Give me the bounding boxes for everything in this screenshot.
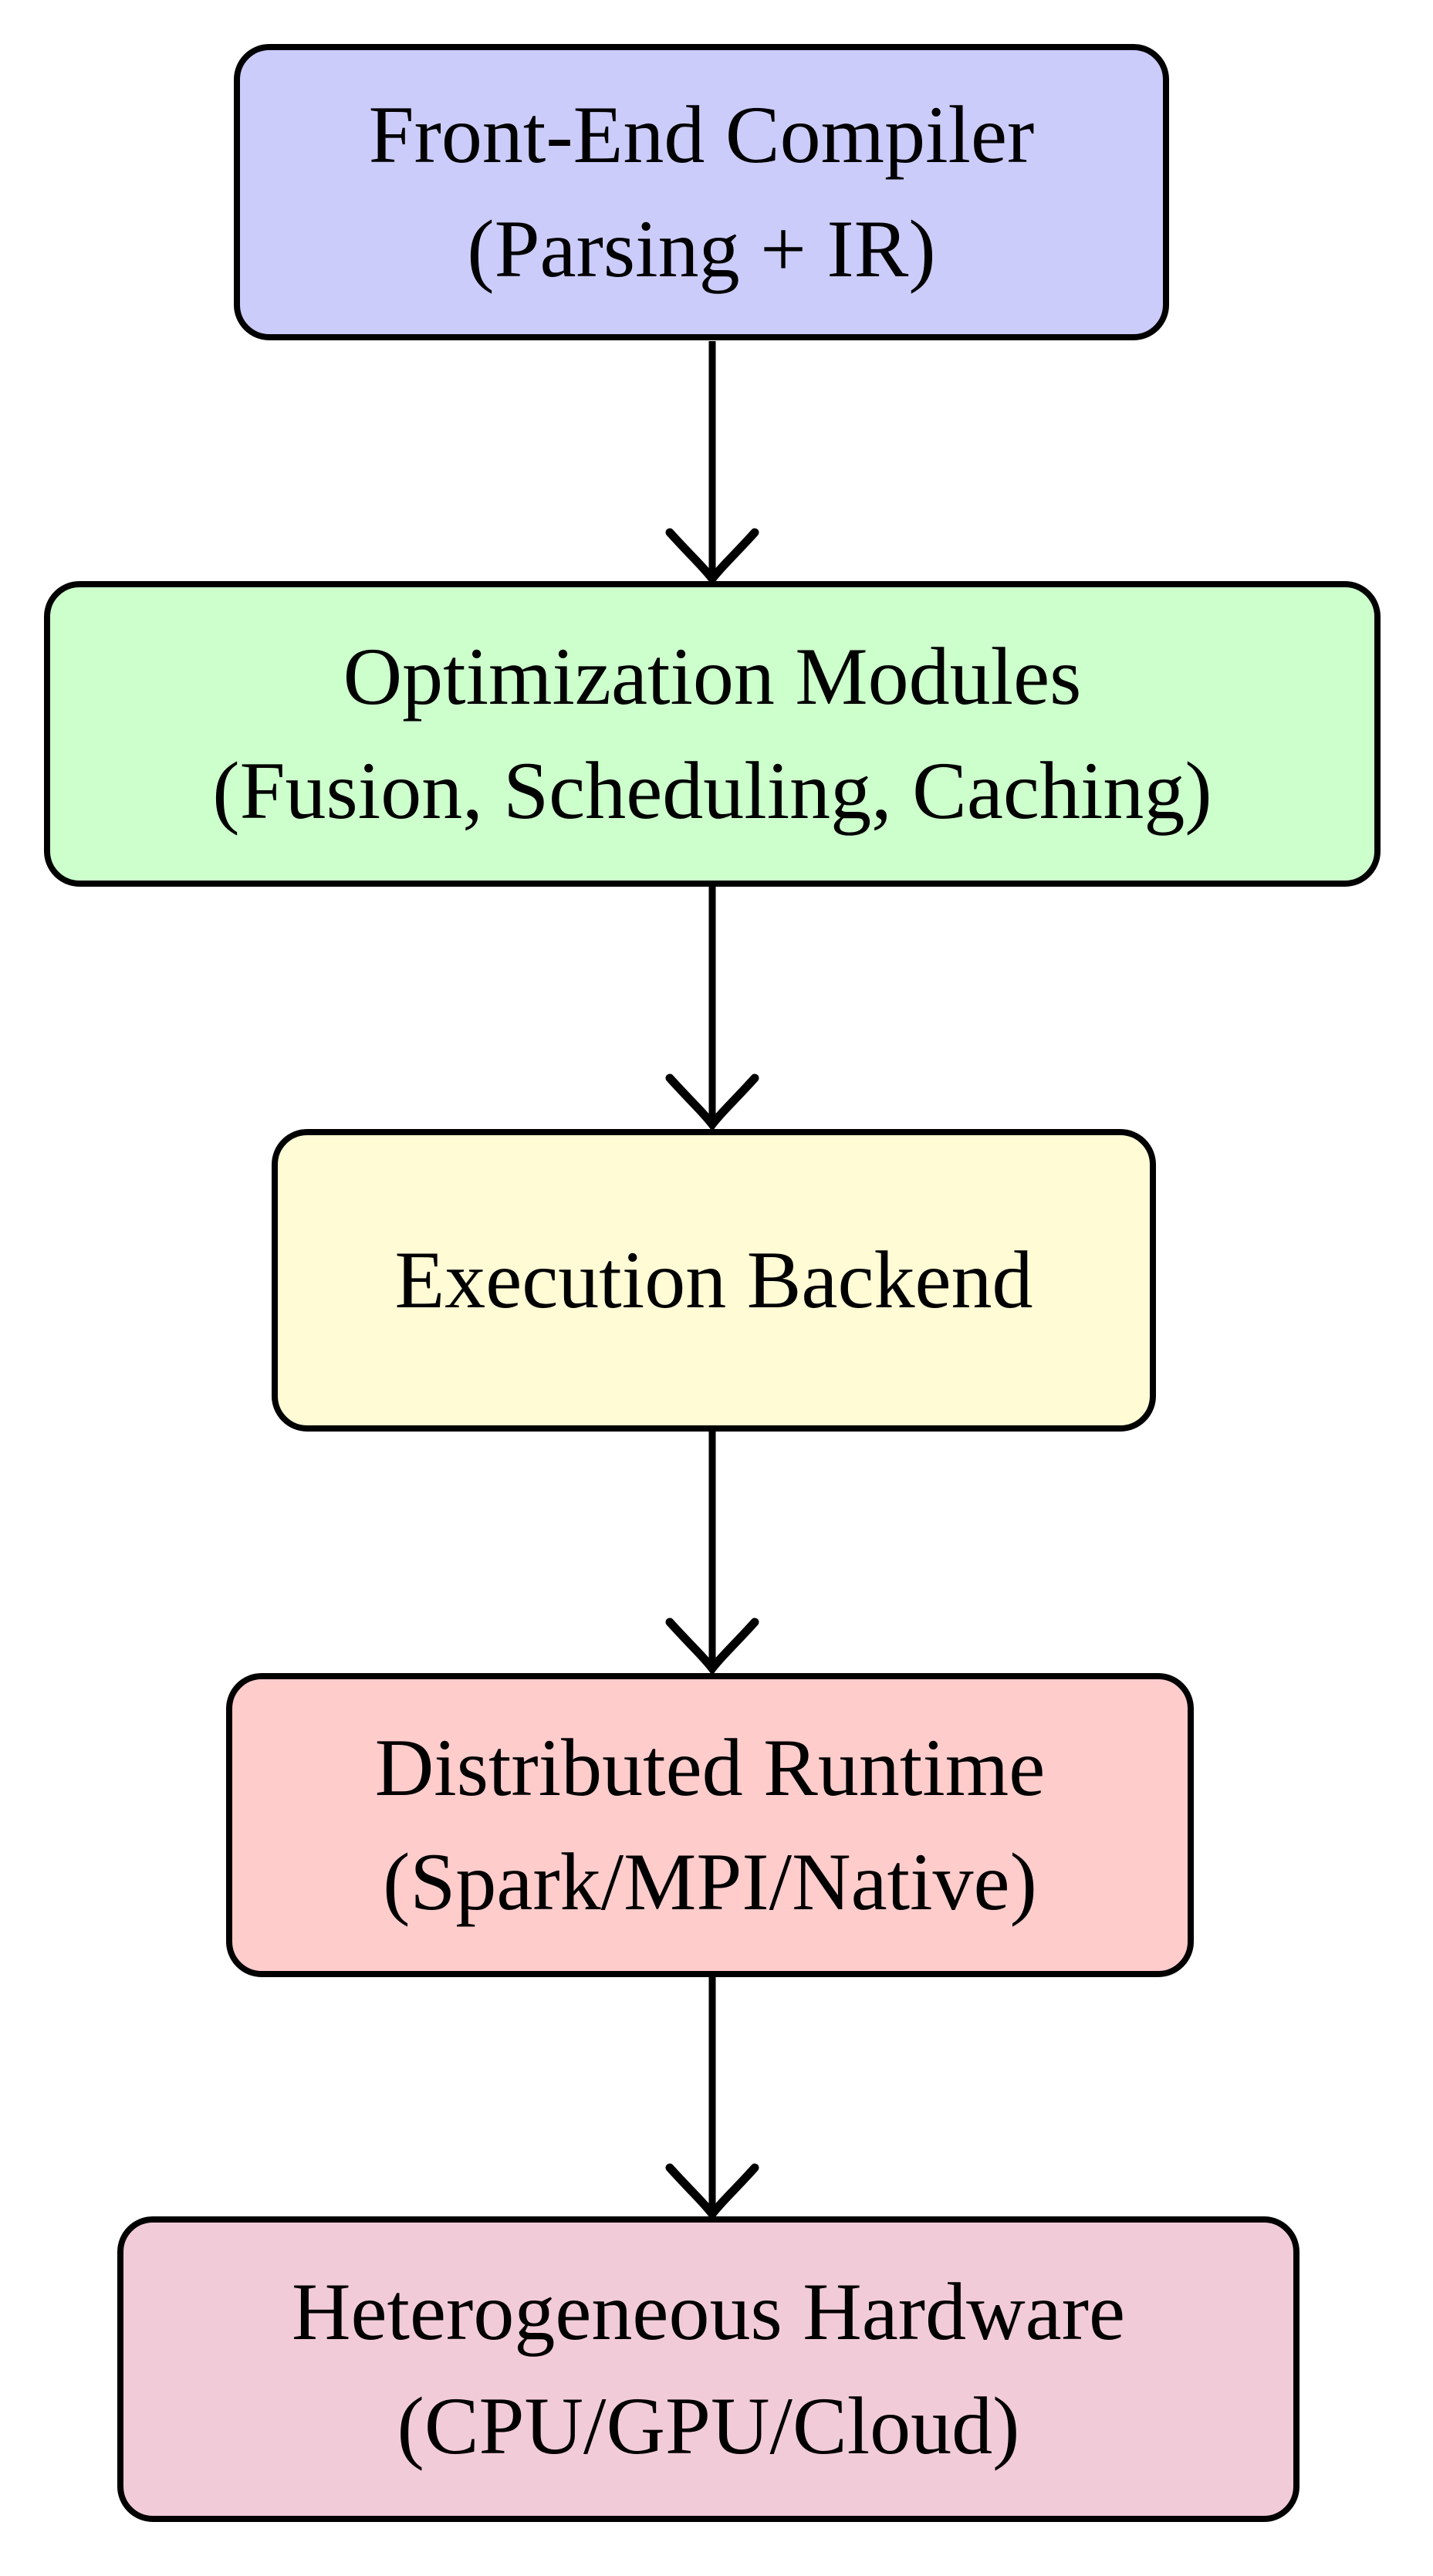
node-title: Optimization Modules [343,630,1082,722]
node-title: Distributed Runtime [374,1722,1046,1813]
node-execution-backend: Execution Backend [272,1129,1156,1432]
node-distributed-runtime: Distributed Runtime (Spark/MPI/Native) [226,1673,1194,1977]
node-subtitle: (Spark/MPI/Native) [383,1837,1037,1927]
node-heterogeneous-hardware: Heterogeneous Hardware (CPU/GPU/Cloud) [117,2216,1300,2522]
node-front-end-compiler: Front-End Compiler (Parsing + IR) [234,44,1169,340]
node-optimization-modules: Optimization Modules (Fusion, Scheduling… [44,581,1381,887]
node-title: Heterogeneous Hardware [291,2266,1126,2357]
node-title: Execution Backend [394,1234,1033,1325]
node-subtitle: (Parsing + IR) [467,204,936,294]
flow-arrow-down-icon [665,341,759,585]
flow-arrow-down-icon [665,1976,759,2220]
flow-arrow-down-icon [665,1431,759,1675]
flow-arrow-down-icon [665,887,759,1131]
node-title: Front-End Compiler [368,89,1035,180]
node-subtitle: (Fusion, Scheduling, Caching) [212,745,1212,836]
node-subtitle: (CPU/GPU/Cloud) [397,2381,1020,2471]
